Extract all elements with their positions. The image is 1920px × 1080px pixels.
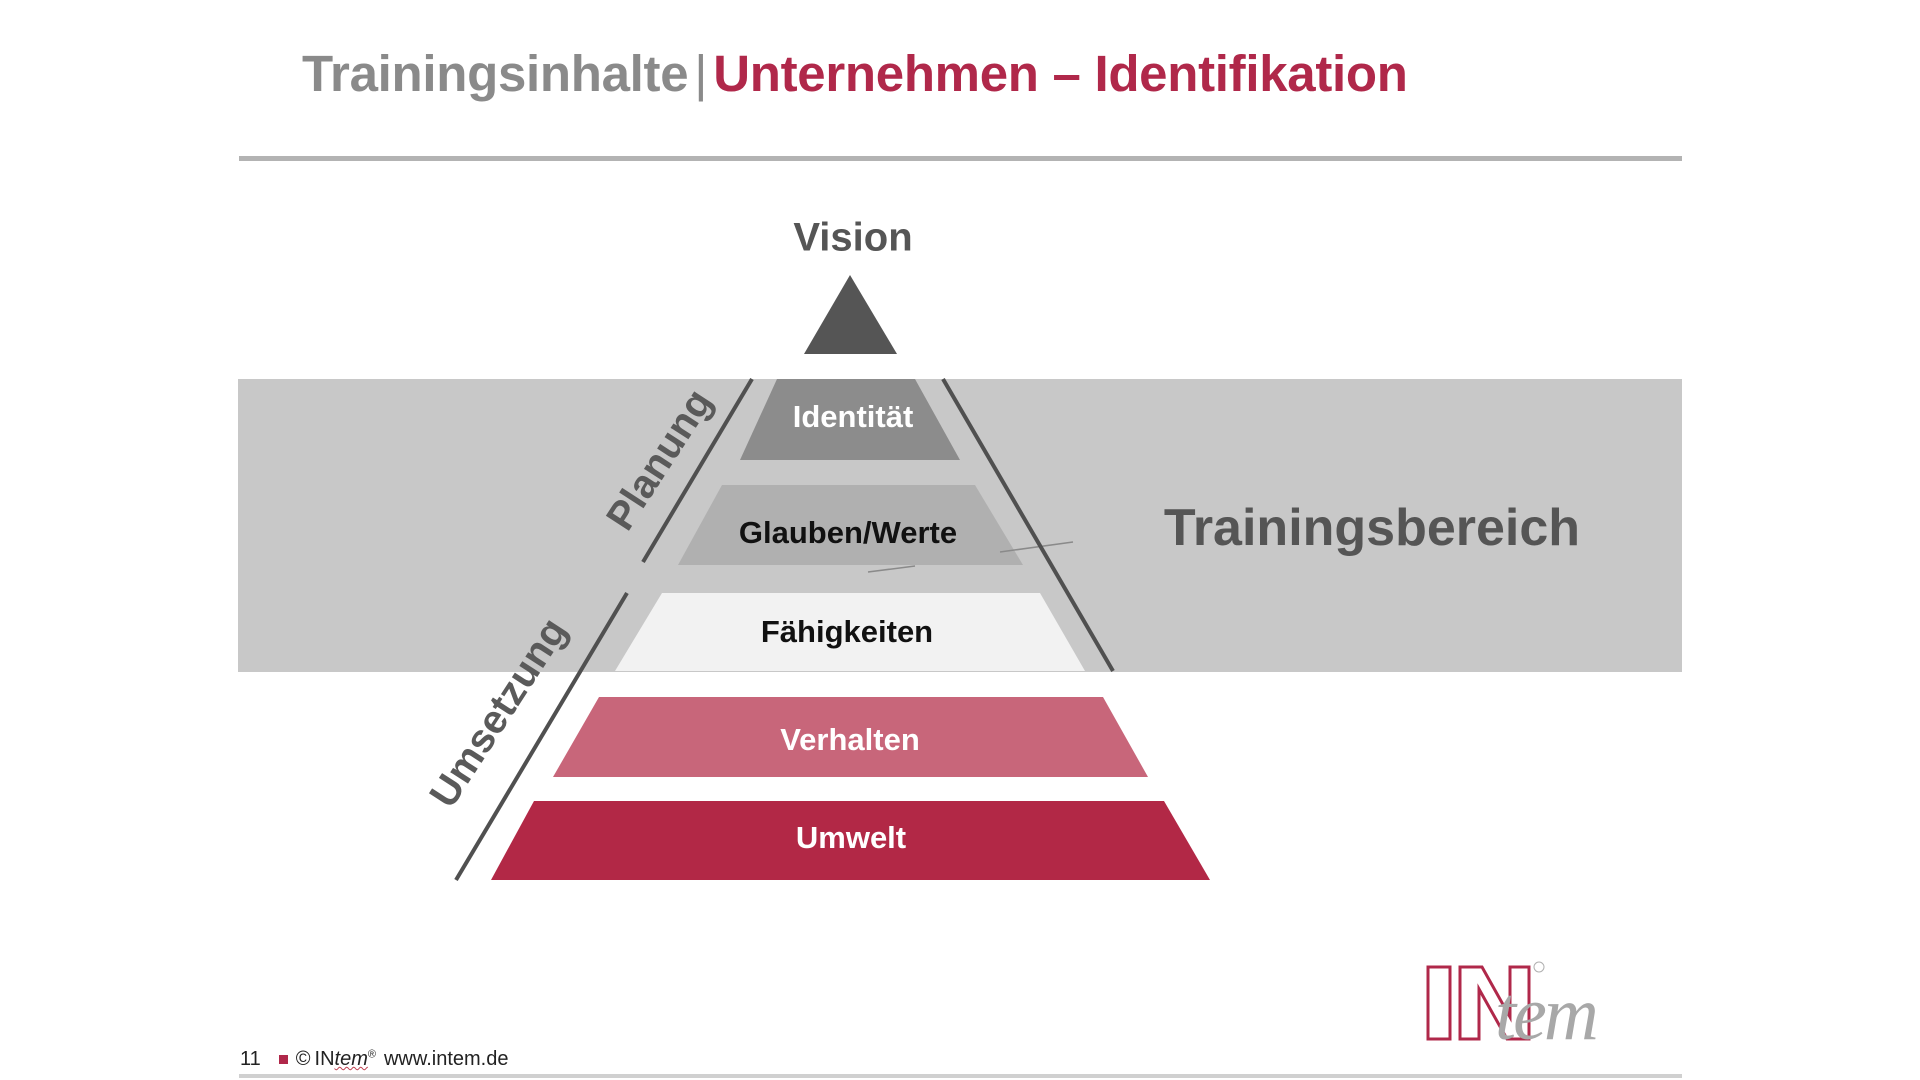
level-identitaet-shape [740,379,960,460]
level-verhalten-label: Verhalten [780,722,920,757]
footer-brand-italic: tem [334,1048,368,1070]
footer-bullet-icon [278,1055,288,1064]
slide-title: Trainingsinhalte|Unternehmen – Identifik… [302,44,1408,104]
umsetzung-line [454,591,629,882]
level-umwelt-label: Umwelt [795,820,907,855]
level-verhalten-shape [553,697,1148,777]
title-divider [239,156,1682,161]
right-edge-line [941,377,1115,673]
footer-brand: INtem® [315,1048,376,1071]
level-identitaet-label: Identität [792,399,914,434]
footer-registered: ® [367,1048,376,1061]
level-glauben-label: Glauben/Werte [738,515,958,550]
title-separator: | [694,45,708,102]
level-faehigkeiten-shape [615,593,1085,671]
logo-tem-text: tem [1495,972,1596,1055]
level-glauben-shape [678,485,1023,565]
stray-line [999,541,1074,553]
planung-line [641,377,754,564]
title-prefix: Trainingsinhalte [302,45,689,102]
training-area-label: Trainingsbereich [1163,499,1581,557]
vision-label: Vision [793,215,913,260]
level-faehigkeiten-label: Fähigkeiten [760,614,934,649]
title-highlight: Unternehmen – Identifikation [713,45,1408,102]
stray-line [867,565,916,573]
intem-logo: tem [1426,961,1599,1055]
footer: 11 © INtem® www.intem.de [240,1048,508,1071]
footer-brand-caps: IN [314,1048,335,1070]
footer-divider [239,1074,1682,1078]
footer-page-number: 11 [240,1048,261,1070]
footer-url[interactable]: www.intem.de [383,1048,509,1070]
level-umwelt-shape [491,801,1210,880]
footer-copyright: © [295,1048,311,1070]
vision-apex-triangle [804,275,897,354]
